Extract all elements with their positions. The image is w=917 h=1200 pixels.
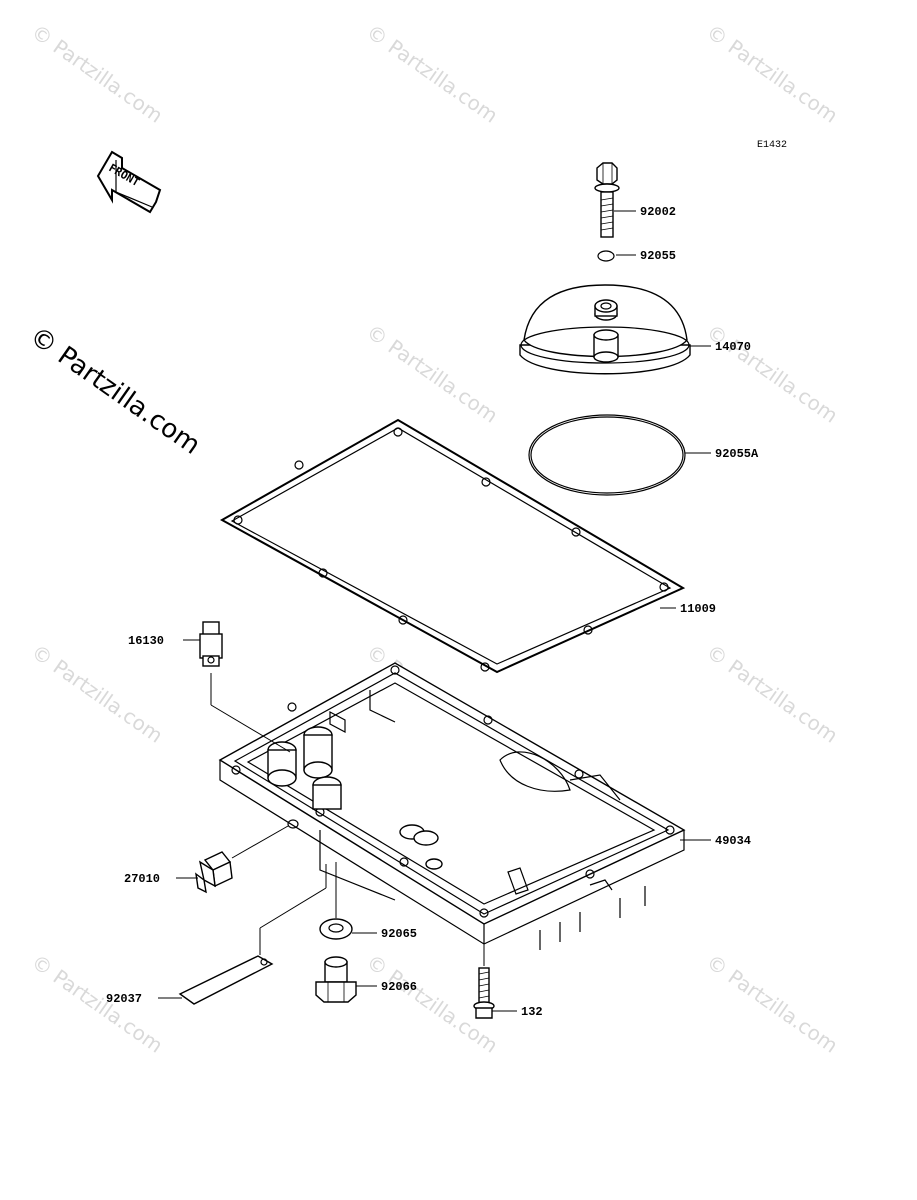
gasket-11009[interactable] bbox=[219, 418, 686, 674]
part-label-92055[interactable]: 92055 bbox=[640, 249, 676, 263]
copyright-text: © Partzilla.com bbox=[24, 321, 206, 461]
watermark: © Partzilla.com bbox=[702, 949, 842, 1057]
watermark: © Partzilla.com bbox=[702, 19, 842, 127]
drain-plug-92066[interactable] bbox=[315, 956, 357, 1003]
watermark: © Partzilla.com bbox=[702, 639, 842, 747]
watermarks: © Partzilla.com © Partzilla.com © Partzi… bbox=[27, 19, 842, 1057]
front-arrow-label: FRONT bbox=[107, 161, 143, 189]
bolt-92002[interactable] bbox=[594, 162, 620, 238]
front-arrow-icon: FRONT bbox=[96, 150, 162, 214]
part-label-92065[interactable]: 92065 bbox=[381, 927, 417, 941]
part-label-27010[interactable]: 27010 bbox=[124, 872, 160, 886]
part-label-132[interactable]: 132 bbox=[521, 1005, 543, 1019]
part-label-49034[interactable]: 49034 bbox=[715, 834, 751, 848]
part-label-92055A[interactable]: 92055A bbox=[715, 447, 759, 461]
part-label-16130[interactable]: 16130 bbox=[128, 634, 164, 648]
watermark: © Partzilla.com bbox=[27, 639, 167, 747]
watermark: © Partzilla.com bbox=[702, 319, 842, 427]
oil-pan-49034[interactable] bbox=[218, 662, 686, 950]
o-ring-92055A[interactable] bbox=[528, 414, 686, 496]
washer-92065[interactable] bbox=[319, 918, 353, 940]
cover-14070[interactable] bbox=[519, 284, 691, 375]
watermark: © Partzilla.com bbox=[362, 19, 502, 127]
part-label-92002[interactable]: 92002 bbox=[640, 205, 676, 219]
strap-92037[interactable] bbox=[178, 955, 274, 1005]
watermark: © Partzilla.com bbox=[27, 19, 167, 127]
part-label-92066[interactable]: 92066 bbox=[381, 980, 417, 994]
bolt-132[interactable] bbox=[473, 967, 495, 1019]
part-label-11009[interactable]: 11009 bbox=[680, 602, 716, 616]
part-labels: 92002 92055 14070 92055A 11009 16130 490… bbox=[106, 205, 759, 1019]
part-label-14070[interactable]: 14070 bbox=[715, 340, 751, 354]
o-ring-92055[interactable] bbox=[597, 250, 615, 262]
switch-27010[interactable] bbox=[195, 851, 233, 894]
part-label-92037[interactable]: 92037 bbox=[106, 992, 142, 1006]
watermark: © Partzilla.com bbox=[362, 319, 502, 427]
fitting-16130[interactable] bbox=[199, 621, 223, 667]
diagram-code: E1432 bbox=[757, 140, 787, 151]
watermark: © Partzilla.com bbox=[27, 949, 167, 1057]
leader-lines bbox=[158, 210, 711, 1012]
